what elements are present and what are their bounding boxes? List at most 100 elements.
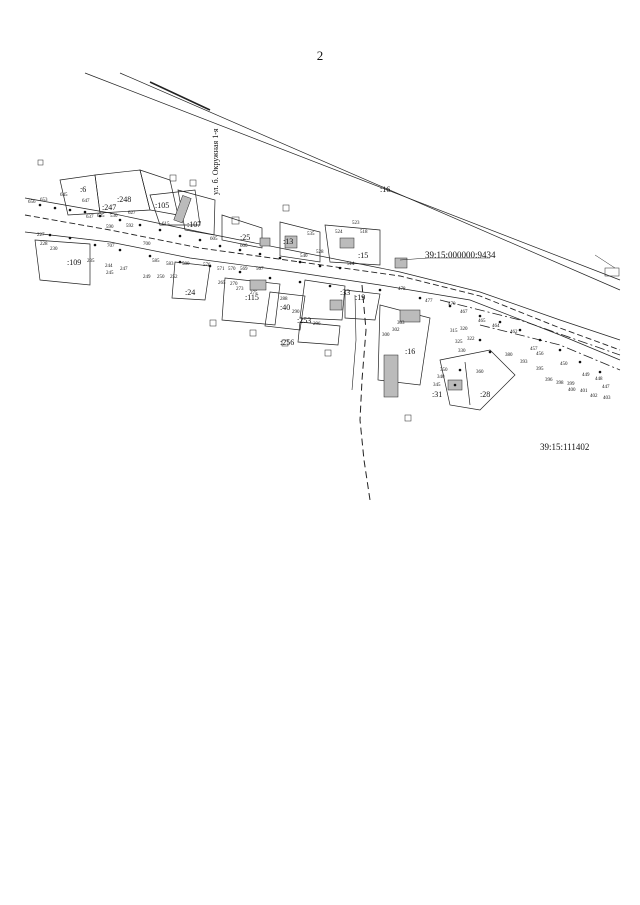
point-label: 580 [182, 262, 190, 267]
point-label: 395 [536, 367, 544, 372]
small-structure-3 [282, 204, 290, 212]
parcel-label-115: :115 [245, 293, 259, 302]
point-label: 523 [352, 221, 360, 226]
point-label: 235 [87, 259, 95, 264]
building-4 [339, 237, 355, 249]
point-label: 570 [228, 267, 236, 272]
parcel-label-31: :31 [432, 390, 442, 399]
point-label: 605 [210, 237, 218, 242]
point-label: 399 [567, 382, 575, 387]
parcel-label-256: :256 [280, 338, 294, 347]
point-label: 400 [568, 388, 576, 393]
parcel-109 [34, 239, 91, 286]
point-label: 403 [603, 396, 611, 401]
point-label: 449 [582, 373, 590, 378]
small-structure-6 [249, 329, 257, 337]
parcel-40 [264, 291, 306, 331]
point-label: 585 [152, 259, 160, 264]
point-label: 524 [335, 230, 343, 235]
parcel-label-40: :40 [280, 303, 290, 312]
railway-line-top [84, 72, 621, 281]
parcel-label-15: :15 [358, 251, 368, 260]
railway-line-bottom [119, 72, 621, 291]
street-name-label: ул. б. Окружная 1-я [211, 128, 220, 195]
parcel-label-105: :105 [155, 201, 169, 210]
parcel-label-19: :19 [355, 293, 365, 302]
point-label: 478 [398, 287, 406, 292]
parcel-label-16: :16 [405, 347, 415, 356]
point-label: 637 [86, 215, 94, 220]
small-structure-5 [209, 319, 217, 327]
point-label: 450 [560, 362, 568, 367]
point-label: 250 [157, 275, 165, 280]
point-label: 448 [595, 377, 603, 382]
point-label: 583 [166, 262, 174, 267]
parcel-code-leader [399, 257, 490, 261]
point-label: 569 [240, 267, 248, 272]
parcel-code-label: 39:15:000000:9434 [425, 250, 496, 260]
point-label: 303 [397, 321, 405, 326]
point-label: 350 [440, 368, 448, 373]
point-label: 315 [450, 329, 458, 334]
point-label: 345 [433, 383, 441, 388]
small-structure-7 [281, 339, 289, 347]
street-north-edge [24, 197, 621, 341]
parcel-label-247: :247 [102, 203, 116, 212]
point-label: 707 [107, 244, 115, 249]
point-label: 252 [170, 275, 178, 280]
point-label: 528 [316, 250, 324, 255]
point-label: 447 [602, 385, 610, 390]
point-label: 653 [40, 198, 48, 203]
point-label: 227 [37, 233, 45, 238]
point-label: 300 [382, 333, 390, 338]
south-road-dashed [359, 284, 371, 501]
point-label: 567 [256, 267, 264, 272]
point-label: 540 [300, 254, 308, 259]
south-road-edge [351, 294, 357, 391]
point-label: 635 [97, 214, 105, 219]
point-label: 302 [392, 328, 400, 333]
point-label: 230 [50, 247, 58, 252]
building-7 [399, 309, 421, 323]
parcel-13 [279, 221, 321, 263]
parcel-33 [299, 279, 346, 321]
point-label: 615 [162, 222, 170, 227]
point-label: 576 [203, 263, 211, 268]
point-label: 288 [280, 297, 288, 302]
point-label: 535 [307, 232, 315, 237]
railway-end-segment [594, 254, 616, 269]
parcel-label-6: :6 [80, 185, 86, 194]
small-structure-4 [231, 216, 240, 225]
point-label: 627 [128, 211, 136, 216]
point-label: 360 [476, 370, 484, 375]
parcel-19 [344, 289, 381, 321]
parcel-31-28-divider [464, 361, 471, 406]
parcel-15 [324, 224, 381, 266]
point-label: 325 [455, 340, 463, 345]
building-6 [329, 299, 343, 311]
point-label: 465 [478, 319, 486, 324]
dash-dot-boundary [439, 299, 621, 356]
point-label: 380 [505, 353, 513, 358]
parcel-label-13: :13 [283, 237, 293, 246]
point-label: 296 [313, 322, 321, 327]
point-label: 518 [360, 230, 368, 235]
point-label: 401 [580, 389, 588, 394]
page-number: 2 [316, 48, 324, 63]
small-structure-11 [604, 267, 620, 277]
point-label: 244 [105, 264, 113, 269]
building-1 [173, 195, 192, 224]
point-label: 530 [110, 214, 118, 219]
point-label: 393 [520, 360, 528, 365]
point-label: 590 [106, 225, 114, 230]
point-label: 402 [590, 394, 598, 399]
parcel-25 [221, 214, 263, 249]
point-label: 647 [82, 199, 90, 204]
parcel-label-28: :28 [480, 390, 490, 399]
point-label: 571 [217, 267, 225, 272]
point-label: 467 [460, 310, 468, 315]
building-5 [249, 279, 267, 291]
point-label: 456 [536, 352, 544, 357]
parcel-31-28 [439, 349, 516, 411]
